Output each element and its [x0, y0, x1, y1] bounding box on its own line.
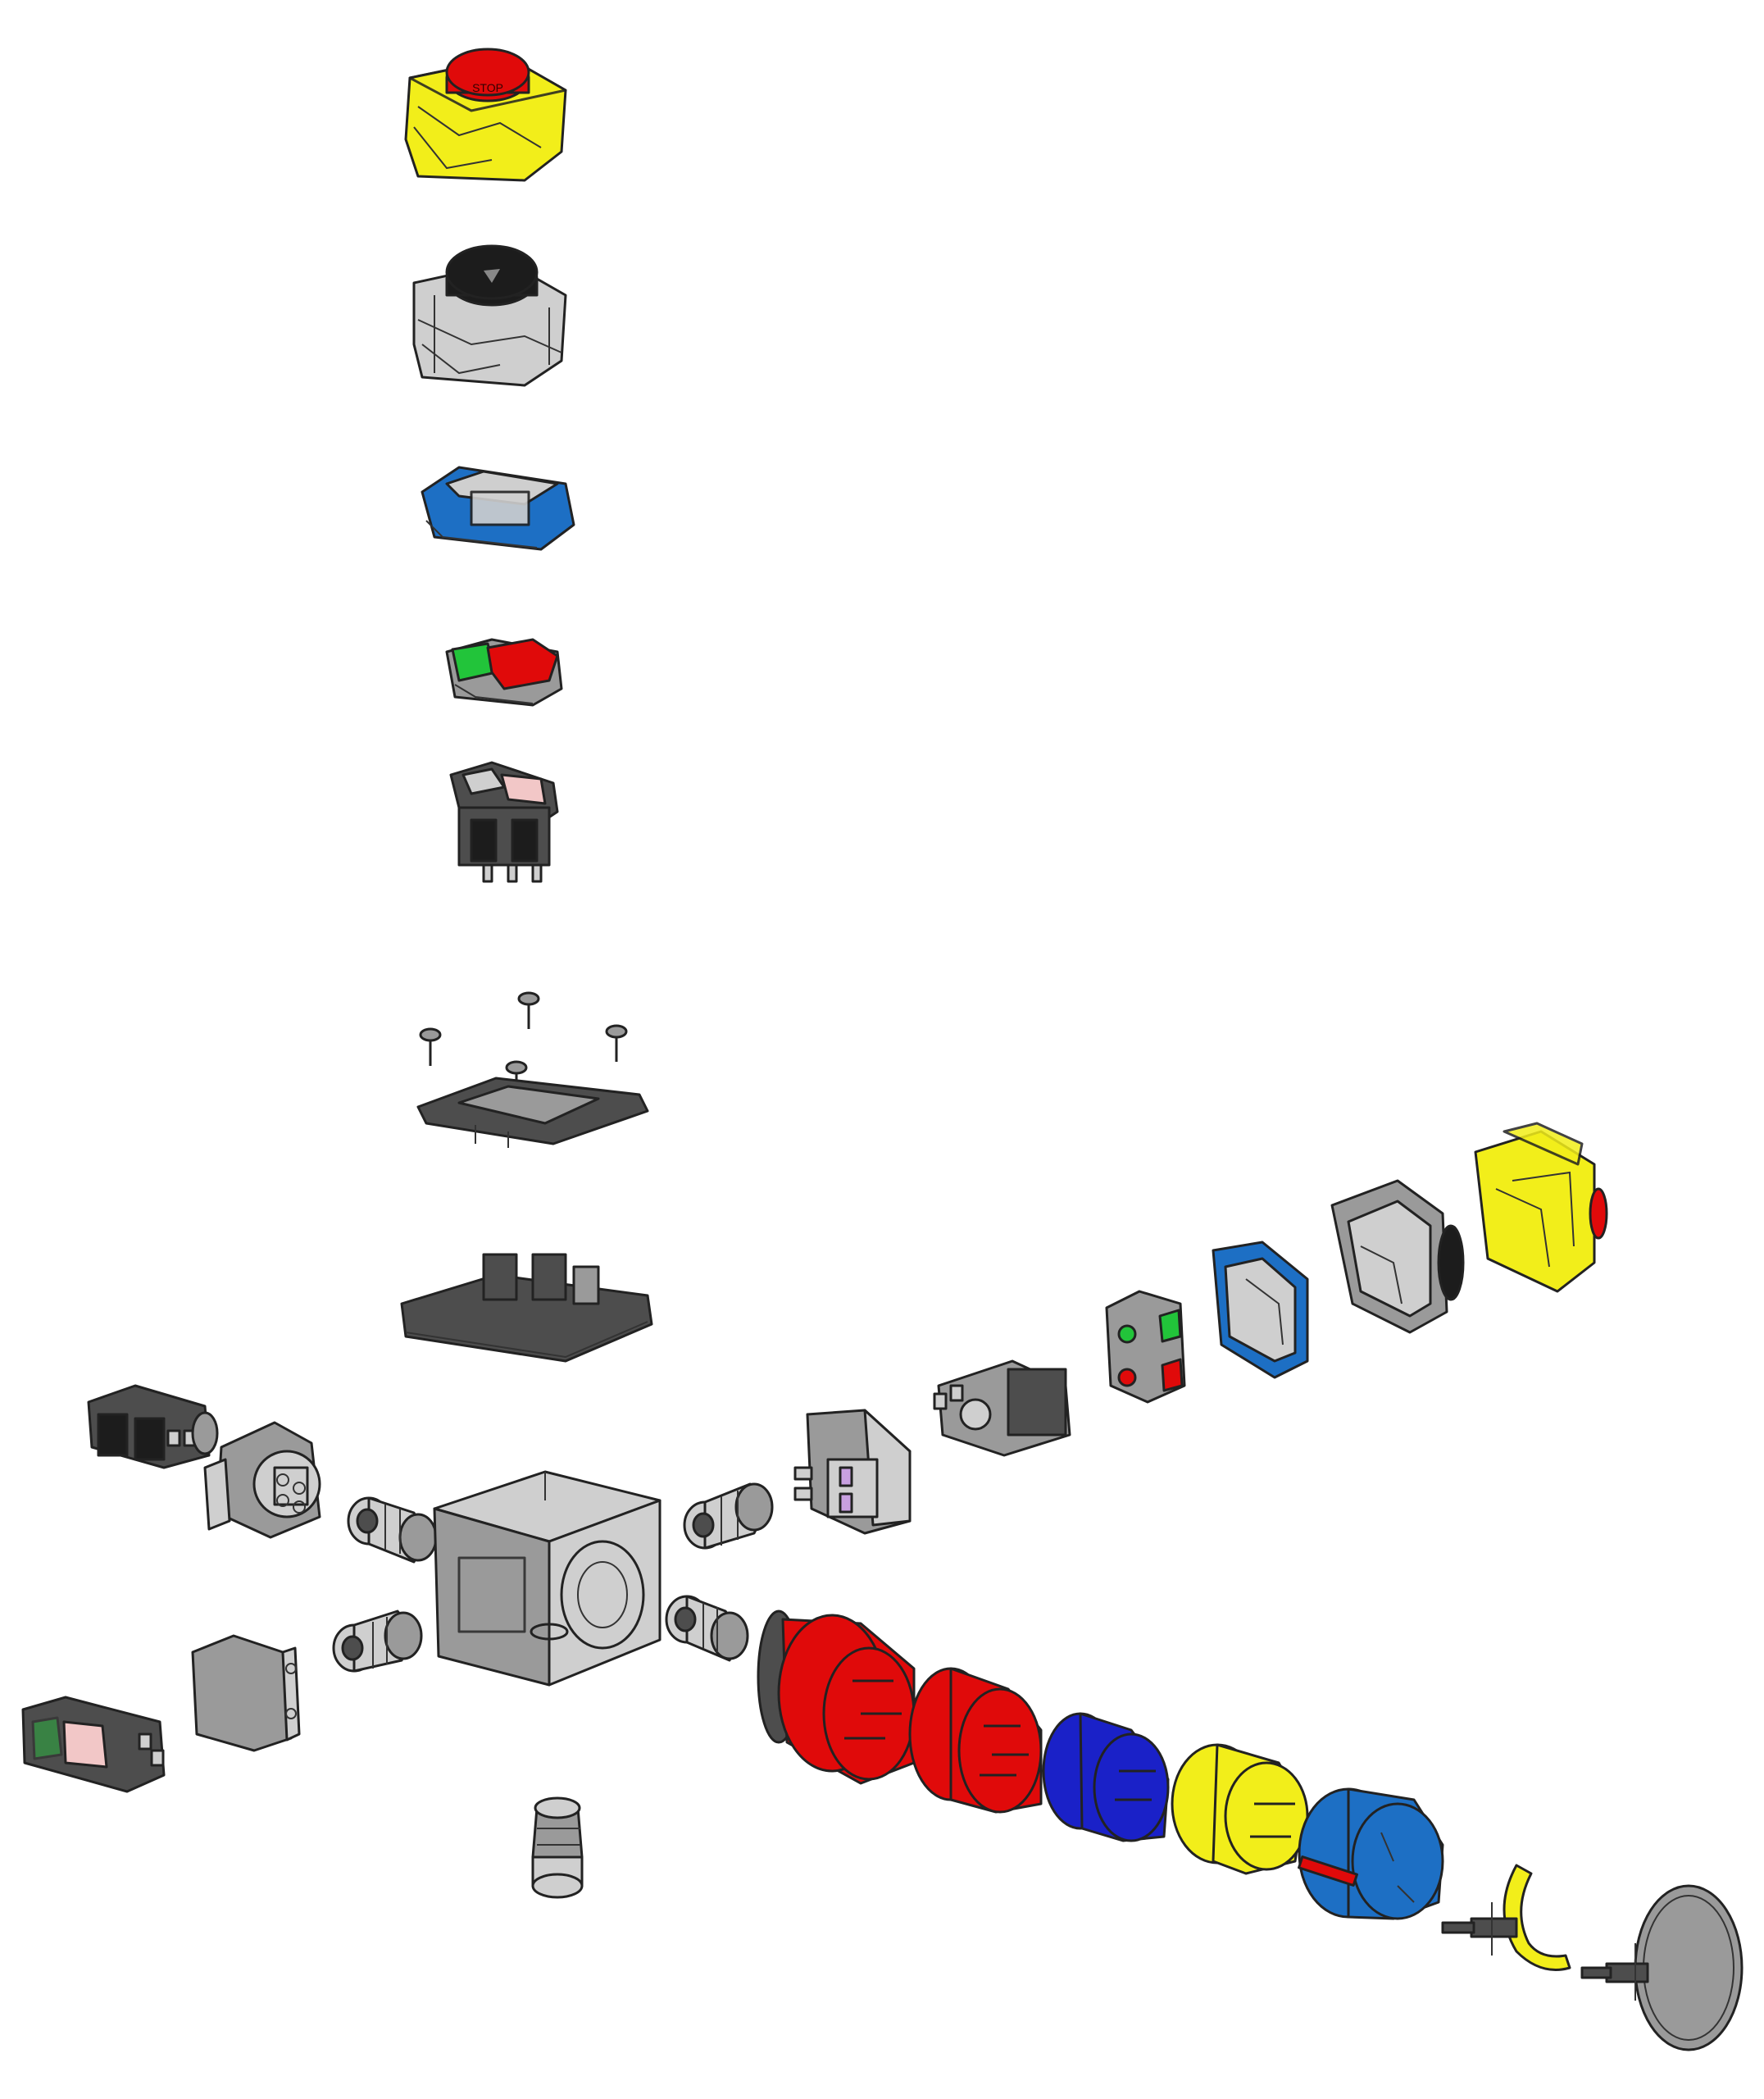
base-tray[interactable]: [400, 1253, 653, 1363]
left-cover-plate[interactable]: [191, 1634, 301, 1752]
navy-plug-3-pin[interactable]: [1042, 1712, 1170, 1842]
grey-frame-housing[interactable]: [1330, 1179, 1465, 1334]
mounting-plate-with-screws[interactable]: [416, 991, 649, 1148]
red-plug-5-pin[interactable]: [757, 1610, 916, 1785]
grey-round-cover[interactable]: [1580, 1884, 1744, 2051]
rocker-switch[interactable]: [933, 1359, 1071, 1457]
blue-frame-housing[interactable]: [1212, 1241, 1309, 1379]
left-socket-unit[interactable]: [203, 1421, 321, 1539]
emergency-stop-switch-yellow[interactable]: STOP: [404, 48, 567, 182]
cable-gland-left-lower[interactable]: [332, 1610, 423, 1673]
green-red-panel[interactable]: [1105, 1290, 1186, 1404]
cable-gland-right-lower[interactable]: [665, 1595, 749, 1662]
yellow-plug-3-pin[interactable]: [1171, 1743, 1309, 1875]
green-red-button-switch[interactable]: [445, 638, 563, 707]
yellow-cable-clip[interactable]: [1441, 1864, 1571, 1971]
blue-socket-3-pin[interactable]: [1298, 1787, 1444, 1920]
junction-box[interactable]: [433, 1470, 662, 1687]
green-red-toggle-switch[interactable]: [449, 761, 559, 883]
left-switch-lower[interactable]: [21, 1696, 166, 1793]
cable-gland-left-upper[interactable]: [347, 1496, 438, 1564]
yellow-frame-housing[interactable]: [1474, 1122, 1608, 1293]
cable-gland-right-upper[interactable]: [683, 1482, 774, 1550]
cable-gland-bottom[interactable]: [531, 1796, 584, 1899]
red-plug-4-pin[interactable]: [908, 1667, 1043, 1814]
blue-push-button-switch[interactable]: [421, 466, 575, 551]
left-switch-upper[interactable]: [87, 1384, 219, 1469]
right-socket-unit[interactable]: [793, 1409, 912, 1535]
stop-label: STOP: [472, 81, 503, 94]
mushroom-switch-black[interactable]: [412, 244, 567, 387]
